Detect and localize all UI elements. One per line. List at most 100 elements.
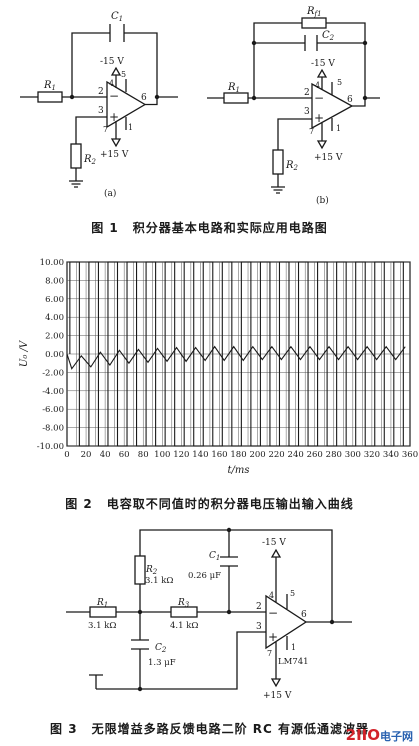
- x-tick-label: 160: [211, 450, 227, 460]
- svg-text:C1: C1: [209, 551, 220, 562]
- x-tick-label: 20: [81, 450, 92, 460]
- svg-text:5: 5: [290, 589, 295, 598]
- y-tick-label: -6.00: [42, 405, 64, 415]
- svg-text:Rf1: Rf1: [306, 6, 322, 18]
- svg-text:C1: C1: [111, 11, 123, 23]
- svg-text:6: 6: [347, 95, 353, 105]
- svg-text:R3: R3: [177, 598, 190, 609]
- svg-text:1.3 μF: 1.3 μF: [148, 658, 176, 668]
- x-tick-label: 340: [383, 450, 399, 460]
- svg-text:3: 3: [256, 622, 262, 632]
- chart-y-ticks: 10.00 8.00 6.00 4.00 2.00 0.00 -2.00 -4.00 -6.00…: [37, 258, 64, 452]
- y-tick-label: -8.00: [42, 424, 64, 434]
- y-tick-label: 8.00: [45, 276, 64, 286]
- y-tick-label: 2.00: [45, 332, 64, 342]
- x-tick-label: 260: [307, 450, 323, 460]
- svg-text:+: +: [268, 630, 278, 644]
- svg-text:6: 6: [301, 610, 307, 620]
- svg-text:+15 V: +15 V: [100, 150, 129, 160]
- figure2-chart: 10.00 8.00 6.00 4.00 2.00 0.00 -2.00 -4.00 -6.00…: [19, 258, 418, 476]
- x-tick-label: 280: [326, 450, 342, 460]
- svg-text:4: 4: [315, 81, 320, 90]
- svg-text:2: 2: [304, 88, 310, 98]
- x-tick-label: 100: [154, 450, 170, 460]
- svg-text:+: +: [109, 110, 119, 124]
- y-tick-label: -10.00: [37, 442, 64, 452]
- x-tick-label: 200: [249, 450, 265, 460]
- figure3-caption: 图 3 无限增益多路反馈电路二阶 RC 有源低通滤波器: [0, 720, 419, 737]
- figure3-circuit: R2 3.1 kΩ C1 0.26 μF R1 3.1 kΩ R3 4.1 kΩ…: [66, 527, 352, 701]
- figure1-circuits: C1 R1 − + 2 3 6 R2 -15 V 4 5 +15 V 7 1 (…: [20, 6, 380, 206]
- svg-text:7: 7: [309, 127, 314, 136]
- svg-text:3.1 kΩ: 3.1 kΩ: [145, 576, 173, 586]
- svg-text:1: 1: [291, 643, 296, 652]
- svg-text:-15 V: -15 V: [311, 59, 335, 69]
- x-tick-label: 120: [173, 450, 189, 460]
- svg-text:4: 4: [109, 79, 114, 88]
- svg-text:7: 7: [103, 125, 108, 134]
- x-tick-label: 320: [364, 450, 380, 460]
- watermark-logo: 2IIO电子网: [345, 726, 413, 744]
- x-tick-label: 300: [345, 450, 361, 460]
- svg-text:6: 6: [141, 93, 147, 103]
- y-tick-label: -2.00: [42, 368, 64, 378]
- circuit-a: C1 R1 − + 2 3 6 R2 -15 V 4 5 +15 V 7 1 (…: [20, 11, 178, 199]
- x-tick-label: 180: [230, 450, 246, 460]
- svg-text:LM741: LM741: [278, 657, 309, 667]
- x-tick-label: 240: [288, 450, 304, 460]
- figure2-caption-label: 图 2: [65, 497, 93, 511]
- y-tick-label: 4.00: [45, 313, 64, 323]
- x-tick-label: 60: [119, 450, 130, 460]
- circuit-b: Rf1 C2 R1 − + 2 3 6 R2 -15 V 4 5: [207, 6, 380, 206]
- figure3-caption-text: 无限增益多路反馈电路二阶 RC 有源低通滤波器: [91, 722, 369, 736]
- chart-x-label: t/ms: [227, 465, 249, 476]
- svg-text:R2: R2: [83, 154, 97, 166]
- series-square-wave: [69, 261, 404, 447]
- svg-text:−: −: [314, 91, 324, 105]
- svg-text:0.26 μF: 0.26 μF: [188, 571, 221, 581]
- svg-text:3: 3: [98, 106, 104, 116]
- svg-text:+15 V: +15 V: [263, 691, 292, 701]
- svg-text:R1: R1: [43, 80, 56, 92]
- figure2-caption: 图 2 电容取不同值时的积分器电压输出输入曲线: [0, 495, 419, 512]
- svg-text:2: 2: [98, 87, 104, 97]
- svg-text:C2: C2: [322, 30, 335, 42]
- svg-text:-15 V: -15 V: [100, 57, 124, 67]
- svg-text:3: 3: [304, 107, 310, 117]
- svg-text:3.1 kΩ: 3.1 kΩ: [88, 621, 116, 631]
- circuit-b-label: (b): [316, 195, 329, 206]
- x-tick-label: 140: [192, 450, 208, 460]
- svg-text:7: 7: [267, 649, 272, 658]
- figure2-caption-text: 电容取不同值时的积分器电压输出输入曲线: [106, 497, 354, 511]
- figure1-caption-text: 积分器基本电路和实际应用电路图: [132, 221, 328, 235]
- x-tick-label: 0: [64, 450, 69, 460]
- svg-text:5: 5: [121, 70, 126, 79]
- svg-text:R2: R2: [285, 160, 299, 172]
- svg-text:-15 V: -15 V: [262, 538, 286, 548]
- x-tick-label: 360: [402, 450, 418, 460]
- y-tick-label: -4.00: [42, 387, 64, 397]
- svg-text:−: −: [268, 606, 278, 620]
- svg-text:2: 2: [256, 602, 262, 612]
- svg-text:5: 5: [337, 78, 342, 87]
- series-integrator-output: [66, 345, 406, 370]
- svg-text:+: +: [314, 111, 324, 125]
- svg-text:R1: R1: [227, 82, 240, 94]
- chart-y-label: U₀ /V: [19, 339, 30, 367]
- svg-text:+15 V: +15 V: [314, 153, 343, 163]
- svg-text:4.1 kΩ: 4.1 kΩ: [170, 621, 198, 631]
- x-tick-label: 220: [268, 450, 284, 460]
- figure3-caption-label: 图 3: [50, 722, 78, 736]
- svg-text:1: 1: [128, 123, 133, 132]
- figure1-caption-label: 图 1: [91, 221, 119, 235]
- y-tick-label: 6.00: [45, 295, 64, 305]
- chart-series: [66, 261, 406, 447]
- svg-text:−: −: [109, 89, 119, 103]
- svg-text:4: 4: [269, 591, 274, 600]
- x-tick-label: 80: [138, 450, 149, 460]
- y-tick-label: 10.00: [40, 258, 64, 268]
- circuit-a-label: (a): [104, 188, 116, 199]
- svg-text:R2: R2: [145, 565, 158, 576]
- y-tick-label: 0.00: [45, 350, 64, 360]
